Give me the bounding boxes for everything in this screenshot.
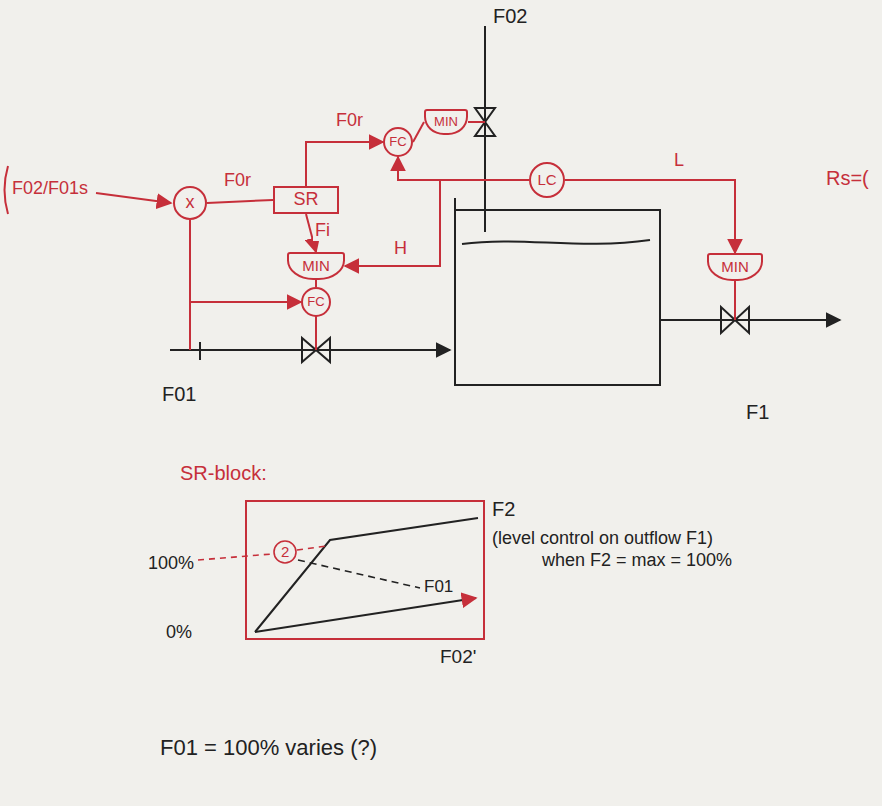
curve-label: F2 xyxy=(492,497,515,521)
multiplier-circle: x xyxy=(173,186,207,220)
signal-wire xyxy=(189,302,191,350)
signal-line xyxy=(315,280,317,287)
signal-line xyxy=(565,180,735,253)
valve-symbol xyxy=(316,338,330,362)
min-selector: MIN xyxy=(424,109,468,135)
signal-line xyxy=(413,122,424,142)
liquid-level xyxy=(462,240,650,244)
signal-wire xyxy=(96,193,171,203)
curve-f2 xyxy=(255,518,478,632)
min-selector: MIN xyxy=(287,252,345,280)
node-label: MIN xyxy=(302,258,330,275)
note-fragment: Rs=( xyxy=(826,166,869,190)
valve-symbol xyxy=(735,307,749,333)
node-label: MIN xyxy=(721,259,749,276)
callout-number: 2 xyxy=(281,543,289,561)
flow-tap xyxy=(199,342,201,360)
selector-box: SR xyxy=(273,186,339,214)
valve-symbol xyxy=(475,108,495,122)
valve-symbol xyxy=(721,307,735,333)
signal-label: H xyxy=(392,238,409,259)
signal-label: L xyxy=(672,150,686,171)
graph-frame: SR-block: xyxy=(245,500,485,640)
dashed-line xyxy=(198,554,272,560)
dashed-line xyxy=(297,546,326,550)
min-selector: MIN xyxy=(707,253,763,281)
flow-controller: FC xyxy=(383,127,413,157)
ratio-label: F02/F01s xyxy=(12,178,88,200)
signal-line xyxy=(190,220,301,302)
level-controller: LC xyxy=(529,162,565,198)
axis-label: 0% xyxy=(166,622,192,644)
node-label: FC xyxy=(389,135,406,149)
signal-wire xyxy=(315,316,317,350)
callout-circle xyxy=(274,541,296,563)
curve-f02 xyxy=(255,598,476,632)
signal-label: F0r xyxy=(334,110,365,131)
signal-wire xyxy=(734,280,736,320)
signal-label: Fi xyxy=(313,220,332,241)
axis-label: 100% xyxy=(148,553,194,575)
node-label: MIN xyxy=(434,115,458,129)
node-label: x xyxy=(186,193,195,213)
footnote: F01 = 100% varies (?) xyxy=(160,735,377,761)
signal-line xyxy=(306,142,383,186)
signal-line xyxy=(207,200,273,203)
stream-label: F01 xyxy=(162,382,196,406)
curve-label: F01 xyxy=(424,577,453,597)
signal-wire xyxy=(468,121,485,123)
signal-label: F0r xyxy=(222,170,253,191)
graph-heading: SR-block: xyxy=(180,462,267,484)
node-label: FC xyxy=(307,295,324,309)
flow-controller: FC xyxy=(301,287,331,317)
curve-label: F02' xyxy=(440,646,476,669)
node-label: LC xyxy=(537,172,556,189)
stream-label: F1 xyxy=(746,400,769,424)
valve-symbol xyxy=(302,338,316,362)
valve-symbol xyxy=(475,122,495,136)
signal-line xyxy=(345,180,529,266)
feed-pipe-f02 xyxy=(484,26,486,232)
signal-line xyxy=(398,157,529,180)
inflow-pipe xyxy=(170,349,450,351)
dashed-line xyxy=(298,560,420,588)
tank-outline xyxy=(455,198,660,385)
graph-note: (level control on outflow F1) when F2 = … xyxy=(492,528,742,571)
stream-label: F02 xyxy=(493,4,527,28)
bracket xyxy=(5,166,9,214)
node-label: SR xyxy=(293,190,318,210)
